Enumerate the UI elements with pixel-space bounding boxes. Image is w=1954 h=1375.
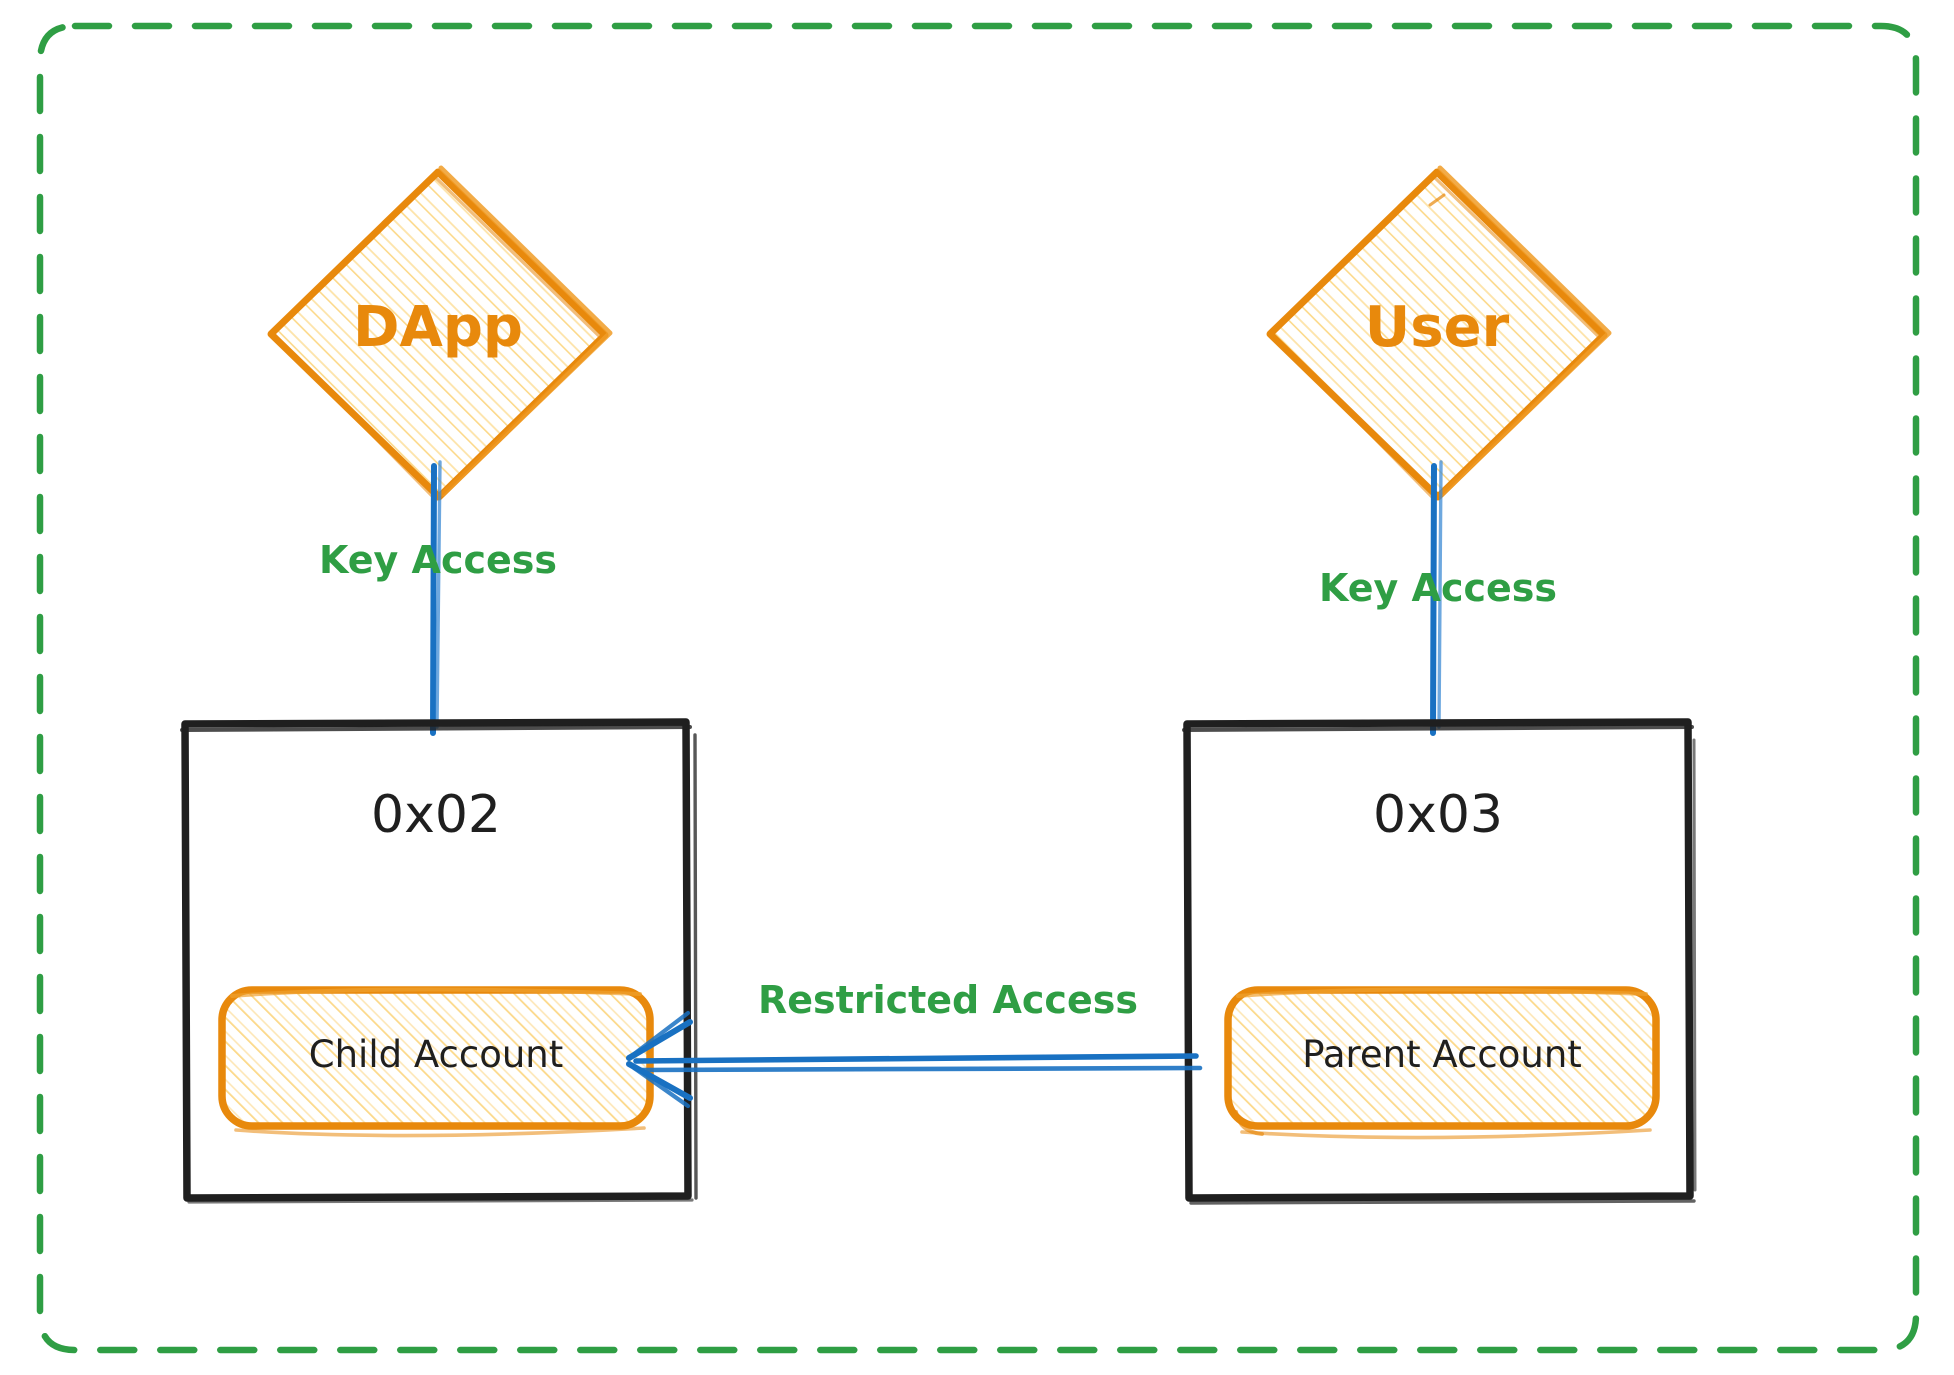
node-child-account[interactable] [215,983,660,1138]
outer-boundary [36,22,1920,1354]
edge-label-key-access-dapp: Key Access [318,538,558,582]
node-parent-account[interactable] [1221,983,1666,1140]
edge-user-to-parent-box [1430,460,1443,736]
edge-restricted-access [626,1010,1203,1109]
node-box-0x03[interactable] [1182,718,1697,1205]
node-box-0x02[interactable] [180,718,698,1204]
node-label-0x02: 0x02 [370,785,502,845]
edge-label-restricted-access: Restricted Access [758,978,1138,1022]
node-label-child-account: Child Account [308,1033,564,1076]
node-label-dapp: DApp [353,295,523,360]
node-label-0x03: 0x03 [1372,785,1504,845]
node-label-parent-account: Parent Account [1302,1033,1582,1076]
edge-dapp-to-child-box [430,460,442,736]
node-label-user: User [1364,295,1510,360]
edge-label-key-access-user: Key Access [1318,566,1558,610]
